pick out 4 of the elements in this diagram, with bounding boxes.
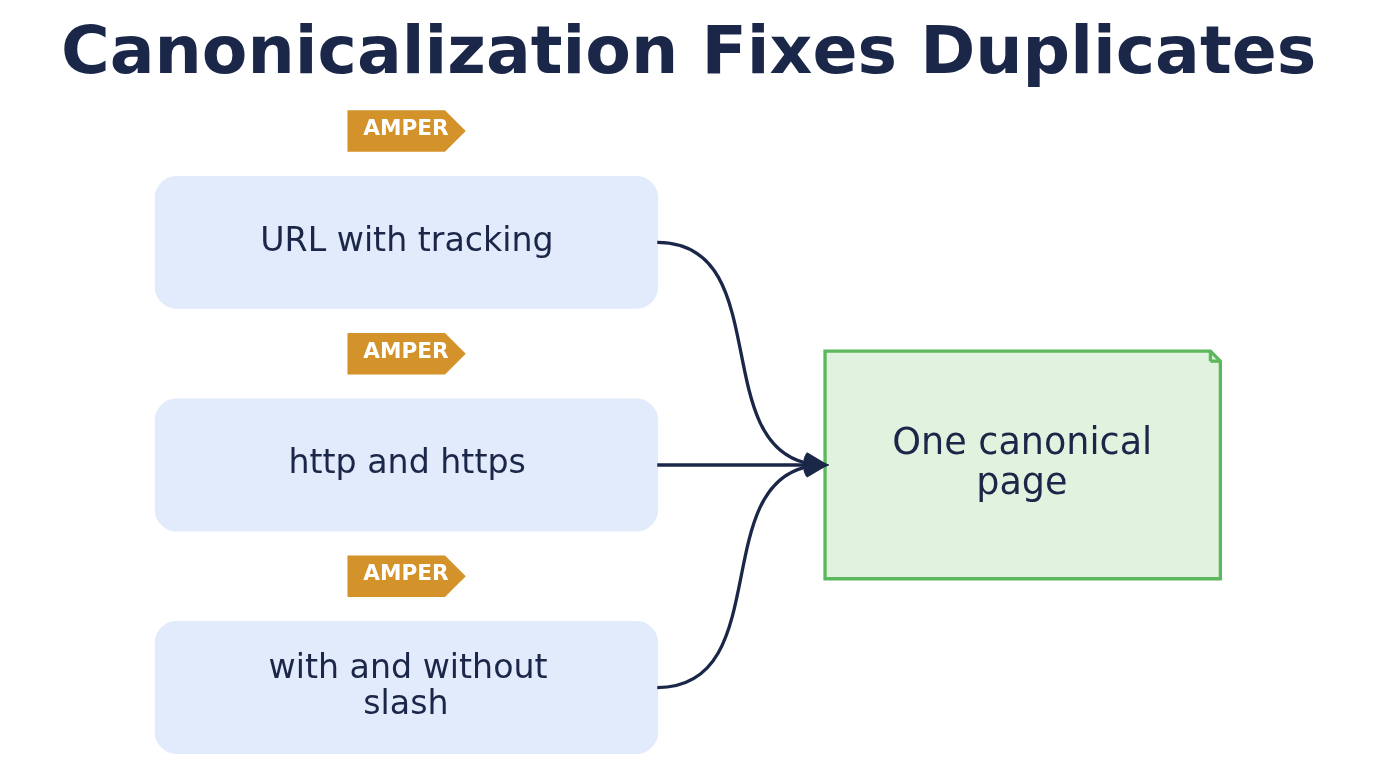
diagram-title: Canonicalization Fixes Duplicates <box>60 10 1317 89</box>
node-box: http and https <box>154 398 659 532</box>
node-box: URL with tracking <box>154 175 659 309</box>
node-box: with and without slash <box>154 621 659 754</box>
